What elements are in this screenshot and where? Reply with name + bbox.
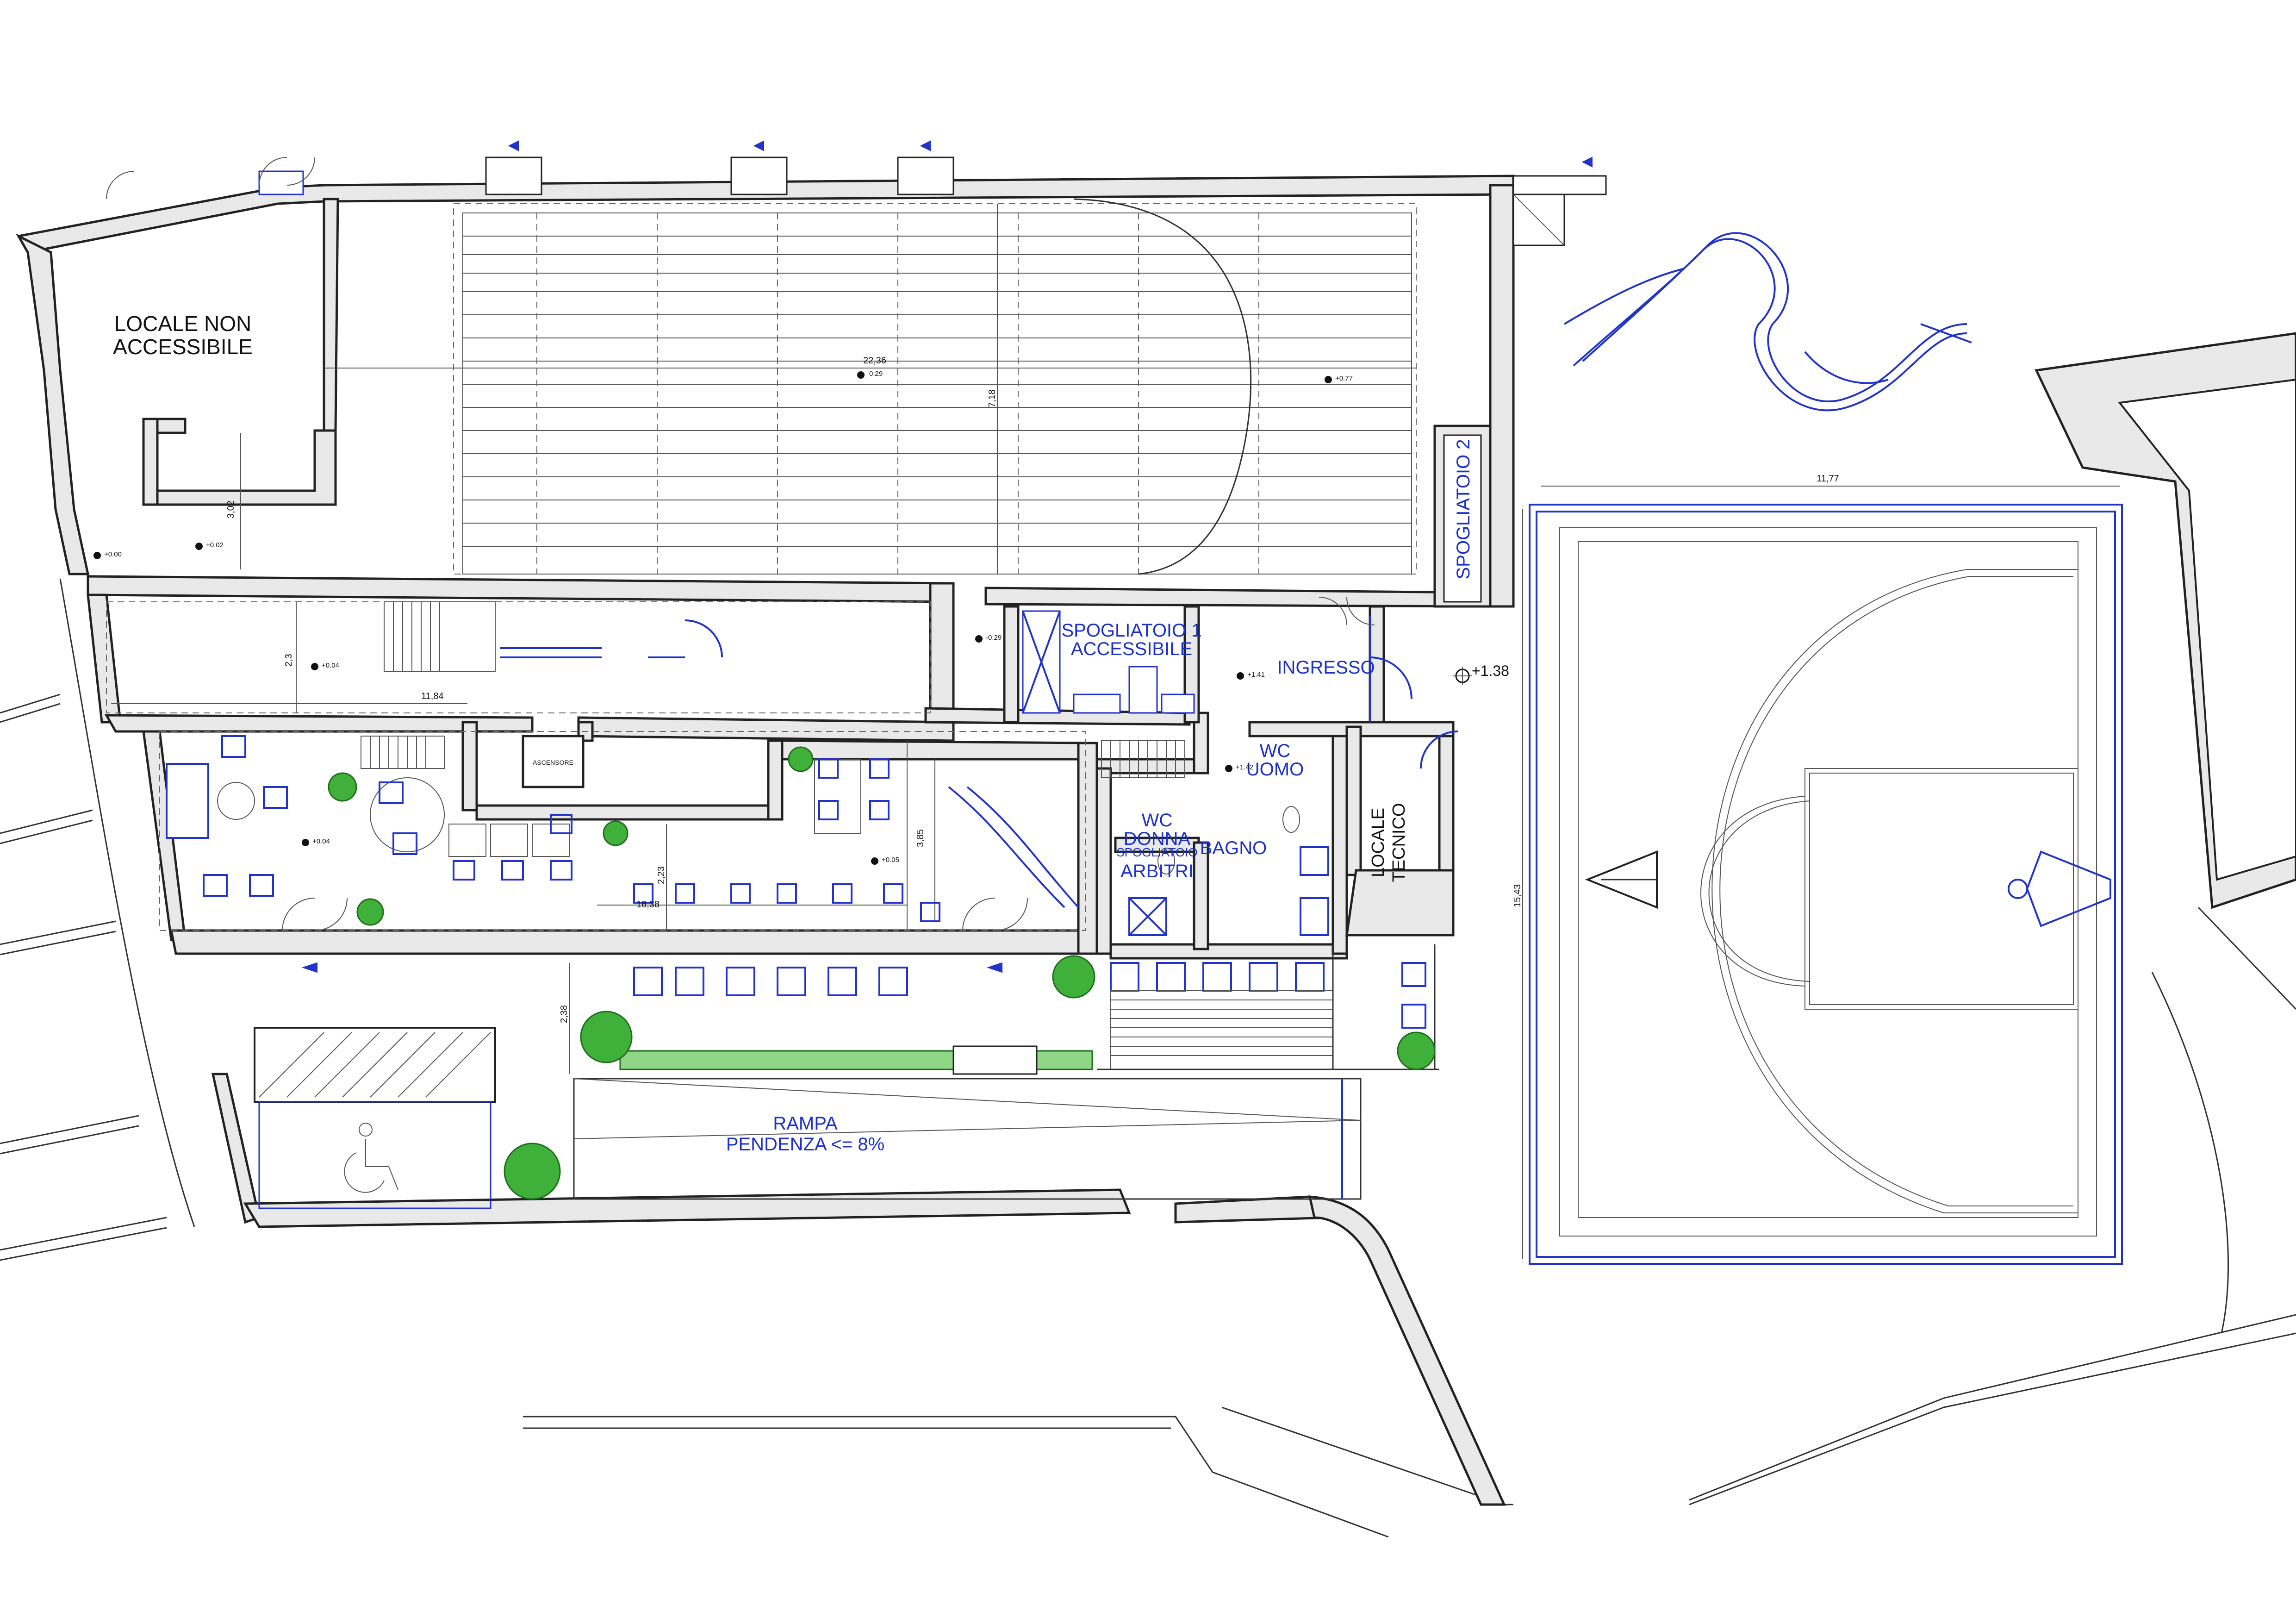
terrace-tables (633, 962, 1426, 1029)
elev-left-edge: +0.00 (104, 550, 122, 558)
label-spogliatoio-arbitri-b: ARBITRI (1120, 861, 1194, 881)
dim-lounge-len: 18,38 (636, 899, 660, 910)
top-windows (106, 140, 1607, 246)
elev-wc: +1.42 (1236, 763, 1253, 771)
elev-left-top: +0.02 (206, 541, 224, 549)
label-locale-non-accessibile-2: ACCESSIBILE (113, 335, 253, 359)
elev-lounge-right: +0.05 (882, 856, 899, 864)
lounge (159, 731, 1086, 973)
dim-court-width: 11,77 (1817, 474, 1839, 484)
label-ingresso: INGRESSO (1277, 657, 1375, 678)
dim-hall-width: 7,18 (987, 389, 997, 407)
label-wc-donna-a: WC (1142, 810, 1173, 831)
dim-lounge-depth: 3,85 (915, 829, 926, 847)
elev-corridor: +0.04 (322, 662, 339, 669)
dim-corridor-length: 11,84 (421, 691, 444, 701)
elev-entrance: +1.38 (1472, 662, 1509, 679)
trees (328, 746, 1436, 1200)
room-labels: LOCALE NON ACCESSIBILE SPOGLIATOIO 1 ACC… (113, 312, 1474, 1155)
dim-lounge-mid: 2,23 (656, 866, 666, 884)
label-ascensore: ASCENSORE (533, 759, 573, 766)
label-spogliatoio-1-a: SPOGLIATOIO 1 (1061, 620, 1201, 641)
dimension-labels: 22,36 7,18 3,02 2,3 11,84 3,85 2,23 18,3… (226, 356, 1839, 1023)
lounge-chairs (203, 735, 940, 922)
elevation-markers (93, 371, 1472, 865)
elev-hall-right: +0.77 (1335, 375, 1353, 382)
accessible-parking-icon (344, 1123, 398, 1193)
elev-hall: 0.29 (869, 370, 883, 378)
dim-corridor-height: 2,3 (284, 654, 294, 667)
changing-block (1022, 597, 1458, 936)
elev-spogliatoio: +1.41 (1247, 671, 1265, 679)
dim-left-room: 3,02 (226, 500, 236, 518)
elev-change-area: -0.29 (986, 634, 1002, 642)
elev-lounge-left: +0.04 (312, 837, 330, 845)
label-spogliatoio-1-b: ACCESSIBILE (1071, 639, 1192, 659)
label-spogliatoio-arbitri-a: SPOGLIATOIO (1116, 845, 1197, 859)
label-spogliatoio-2: SPOGLIATOIO 2 (1453, 439, 1474, 579)
basketball-court (1522, 486, 2123, 1265)
terrace (254, 944, 1439, 1209)
dim-hall-length: 22,36 (863, 356, 886, 366)
dim-terrace-depth: 2,38 (559, 1005, 569, 1023)
label-bagno: BAGNO (1200, 838, 1267, 858)
serpentine-bench (1563, 232, 1972, 412)
label-rampa-a: RAMPA (773, 1113, 838, 1134)
label-wc-uomo-a: WC (1260, 741, 1291, 761)
label-wc-uomo-b: UOMO (1246, 759, 1304, 780)
main-hall (240, 198, 1417, 575)
label-wc-donna-b: DONNA (1124, 829, 1191, 849)
label-locale-tecnico-b: TECNICO (1389, 803, 1409, 882)
site-context (0, 332, 2296, 1538)
label-locale-non-accessibile-1: LOCALE NON (114, 312, 252, 336)
building-walls (15, 175, 1515, 1506)
dim-court-length: 15,43 (1512, 884, 1523, 907)
label-locale-tecnico-a: LOCALE (1369, 808, 1388, 877)
elevation-labels: 0.29 +0.77 +0.02 +0.00 +0.04 +0.04 +0.05… (104, 370, 1509, 864)
label-rampa-b: PENDENZA <= 8% (726, 1134, 884, 1155)
corridor (106, 601, 931, 788)
